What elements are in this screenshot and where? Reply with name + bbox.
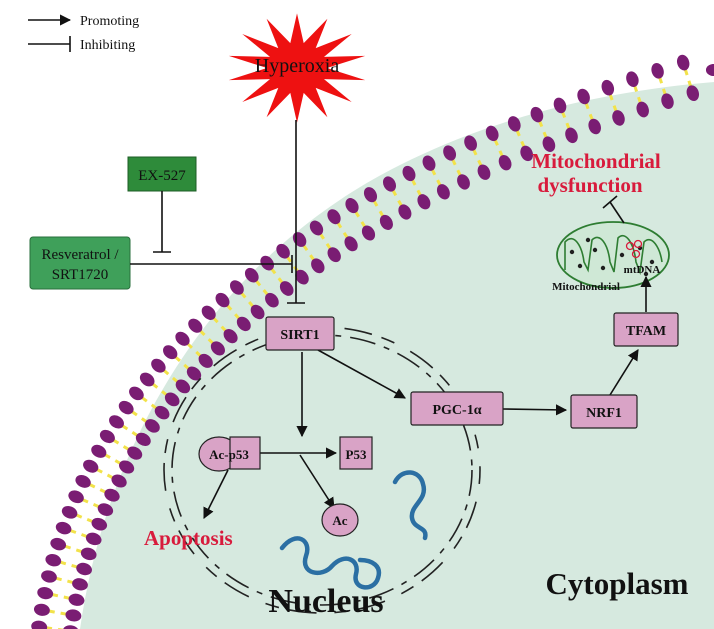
cytoplasm-label: Cytoplasm <box>546 566 689 601</box>
resveratrol-label-1: Resveratrol / <box>41 247 119 263</box>
node-pgc1a: PGC-1α <box>410 391 504 426</box>
ex527-box: EX-527 <box>127 156 197 192</box>
tfam-label: TFAM <box>626 324 666 339</box>
p53-label: P53 <box>346 447 367 462</box>
nrf1-label: NRF1 <box>586 406 622 421</box>
acp53-label: Ac-p53 <box>209 447 249 462</box>
node-tfam: TFAM <box>613 312 679 347</box>
resveratrol-box: Resveratrol / SRT1720 <box>29 236 131 290</box>
legend-inhibiting: Inhibiting <box>80 38 135 53</box>
hyperoxia-label: Hyperoxia <box>255 55 340 77</box>
connectors <box>130 120 652 520</box>
pgc1a-label: PGC-1α <box>432 403 481 418</box>
mitochondrion <box>556 221 670 289</box>
node-sirt1: SIRT1 <box>265 316 335 351</box>
mtdna-label: mtDNA <box>624 264 661 276</box>
node-p53: P53 <box>339 436 373 470</box>
resveratrol-label-2: SRT1720 <box>52 267 109 283</box>
hyperoxia-star: Hyperoxia <box>228 13 366 123</box>
node-nrf1: NRF1 <box>570 394 638 429</box>
mitochondrial-label: Mitochondrial <box>552 281 620 293</box>
ac-label: Ac <box>332 513 347 528</box>
mito-dysfunction-label-2: dysfunction <box>537 173 642 197</box>
mito-dysfunction-label-1: Mitochondrial <box>531 149 661 173</box>
ex527-label: EX-527 <box>138 168 186 184</box>
legend: Promoting Inhibiting <box>28 14 139 53</box>
dna-strands <box>279 470 428 590</box>
sirt1-label: SIRT1 <box>280 328 319 343</box>
legend-promoting: Promoting <box>80 14 139 29</box>
cytoplasm-region <box>80 82 714 629</box>
node-ac: Ac <box>321 503 359 537</box>
nucleus-label: Nucleus <box>268 583 383 620</box>
node-acp53: Ac-p53 <box>198 436 261 472</box>
apoptosis-label: Apoptosis <box>144 526 233 550</box>
